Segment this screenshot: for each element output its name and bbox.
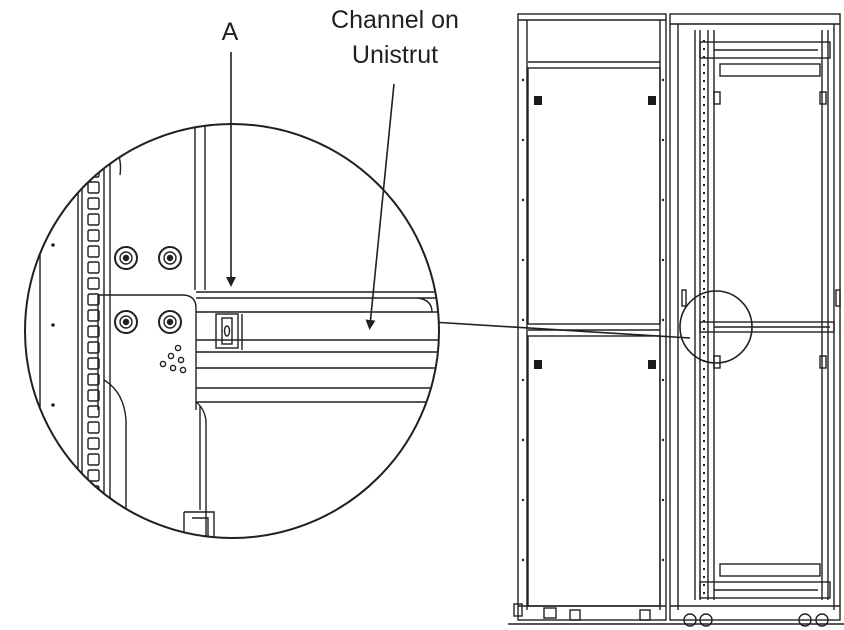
upper-bolts	[114, 246, 182, 270]
unistrut-channel	[195, 291, 439, 538]
arrow-channel	[365, 83, 395, 330]
label-channel-line1: Channel on	[331, 6, 459, 34]
zoom-detail	[24, 123, 440, 539]
lower-bolts	[114, 310, 182, 334]
panel-latches	[534, 96, 656, 369]
detail-locator-circle	[679, 290, 753, 364]
label-a: A	[221, 18, 239, 46]
rack-cabinet	[508, 13, 844, 627]
channel-nut	[215, 313, 243, 350]
detail-leader-line	[431, 321, 691, 339]
hole-cluster	[159, 344, 187, 374]
rail-clips	[681, 91, 841, 369]
casters	[508, 603, 844, 627]
rack-right-frame	[669, 13, 841, 621]
label-channel-line2: Unistrut	[351, 41, 439, 69]
rack-left-frame	[517, 13, 667, 621]
rail-holes	[703, 40, 705, 594]
frame-dots	[521, 78, 665, 562]
